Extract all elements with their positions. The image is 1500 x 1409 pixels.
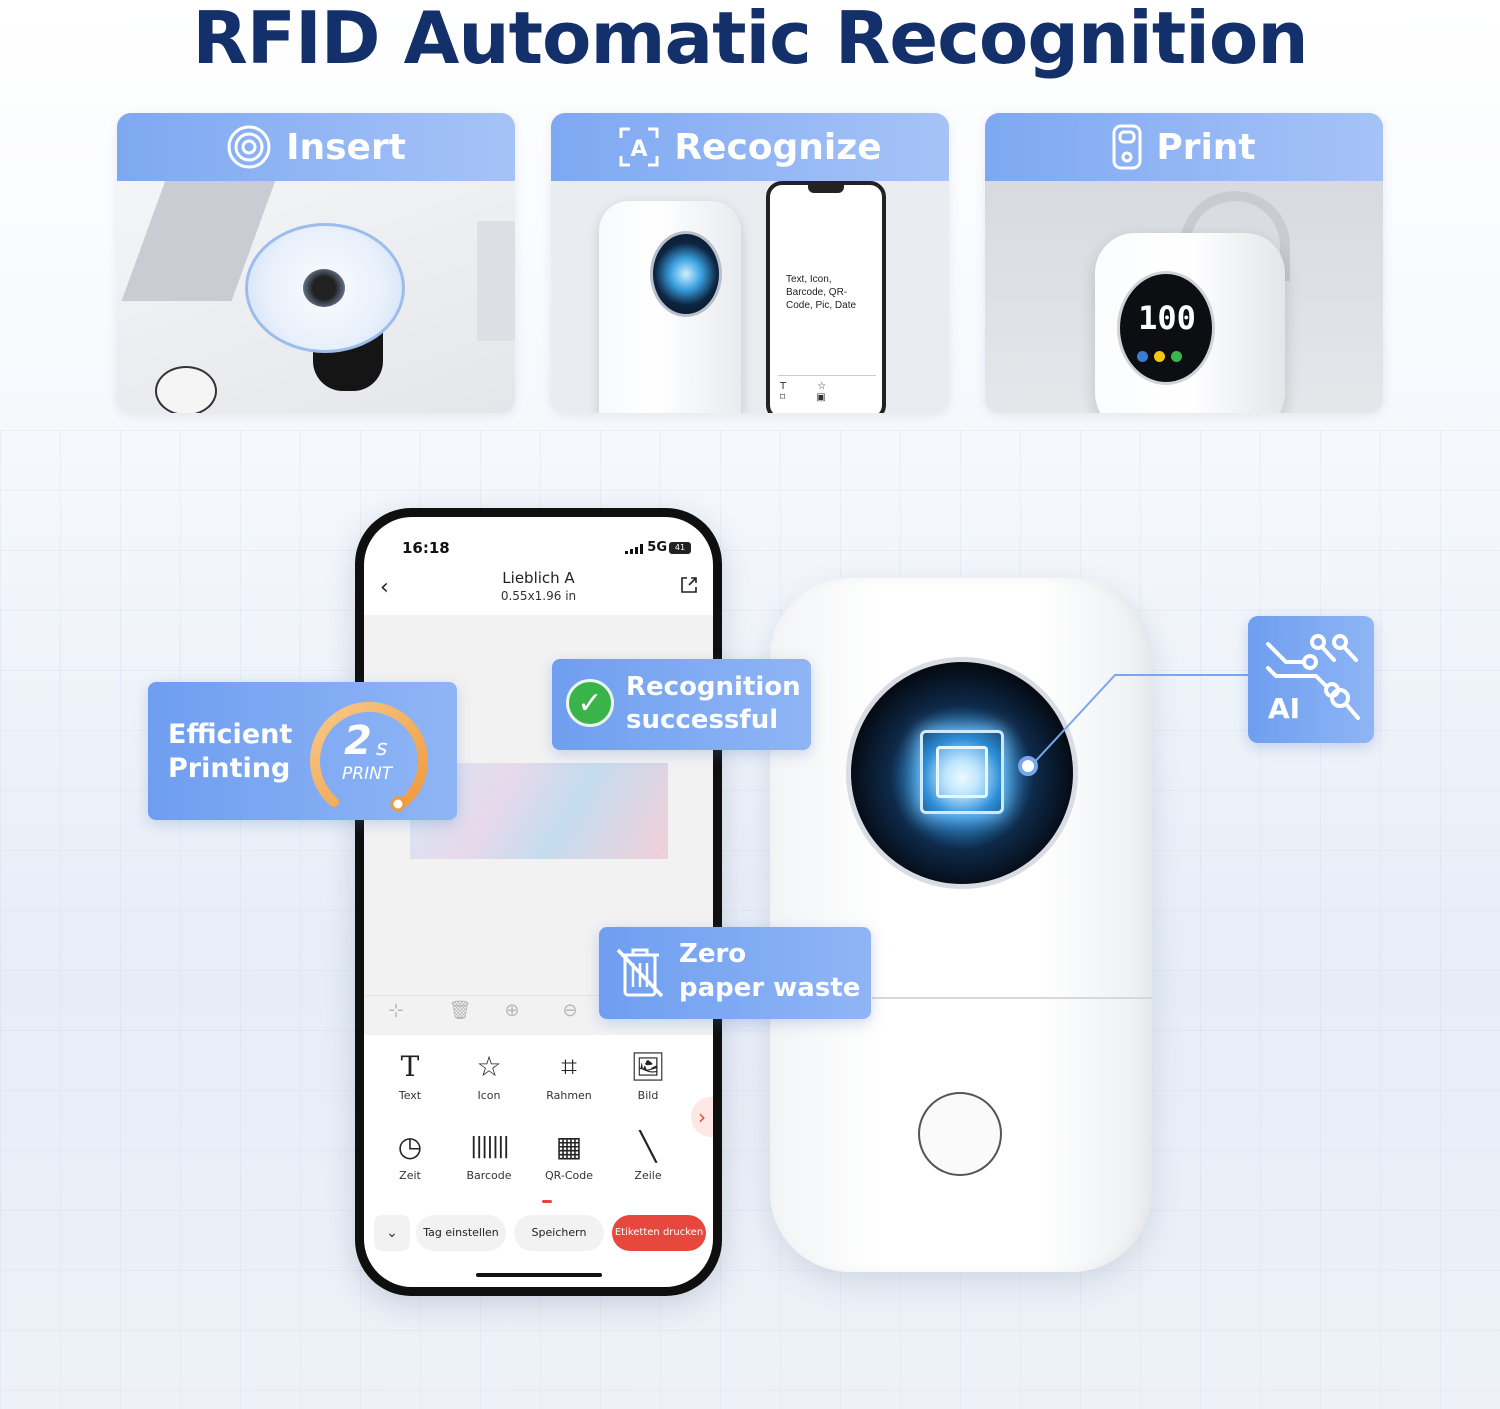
ai-badge: AI: [1248, 616, 1374, 743]
gauge-label: PRINT: [342, 764, 393, 784]
toolbar-align-button[interactable]: ⊹: [388, 1000, 404, 1021]
tag-settings-button[interactable]: Tag einstellen: [416, 1215, 506, 1251]
insert-photo: [117, 181, 515, 413]
step-label: Print: [1156, 126, 1256, 168]
label-title: Lieblich A: [502, 569, 575, 587]
gauge-value: 2: [344, 718, 372, 764]
status-time: 16:18: [402, 539, 450, 557]
save-button[interactable]: Speichern: [514, 1215, 604, 1251]
tool-barcode[interactable]: ||||||| Barcode: [453, 1127, 525, 1182]
step-card-recognize: A Recognize Text, Icon, Barcode, QR-Code…: [551, 113, 949, 413]
line-icon: ╲: [639, 1130, 657, 1163]
chip-icon: [920, 730, 1004, 814]
recognize-photo: Text, Icon, Barcode, QR-Code, Pic, Date …: [551, 181, 949, 413]
mini-phone: Text, Icon, Barcode, QR-Code, Pic, Date …: [766, 181, 886, 413]
signal-icon: [625, 544, 643, 554]
zero-line1: Zero: [679, 939, 747, 969]
element-tools: T Text ☆ Icon ⌗ Rahmen 🖼︎ Bild ◷ Zeit ||…: [364, 1047, 713, 1217]
tool-text[interactable]: T Text: [374, 1047, 446, 1102]
no-waste-icon: [616, 948, 664, 998]
mini-phone-text: Text, Icon, Barcode, QR-Code, Pic, Date: [786, 274, 857, 311]
label-roll: [245, 223, 405, 353]
page-indicator: [542, 1200, 552, 1203]
step-header-insert: Insert: [117, 113, 515, 181]
scan-icon: A: [619, 127, 659, 167]
status-network: 5G: [647, 540, 667, 555]
background-grid: [0, 430, 1500, 1409]
tool-icon[interactable]: ☆ Icon: [453, 1047, 525, 1102]
tool-image[interactable]: 🖼︎ Bild: [612, 1047, 684, 1102]
svg-text:A: A: [631, 137, 648, 162]
label-size: 0.55x1.96 in: [500, 589, 577, 603]
back-icon[interactable]: ‹: [380, 575, 389, 600]
collapse-chevron-icon[interactable]: ⌄: [374, 1215, 410, 1251]
ai-circuit-icon: AI: [1266, 634, 1360, 725]
print-percent-display: 100: [1138, 299, 1196, 337]
zero-line2: paper waste: [679, 973, 861, 1003]
app-header: ‹ Lieblich A 0.55x1.96 in: [364, 567, 713, 611]
step-card-print: Print 100: [985, 113, 1383, 413]
recognition-line1: Recognition: [626, 672, 801, 702]
gauge-icon: [310, 701, 428, 812]
printer-icon: [1112, 124, 1142, 170]
step-header-recognize: A Recognize: [551, 113, 949, 181]
bottom-action-bar: ⌄ Tag einstellen Speichern Etiketten dru…: [364, 1215, 713, 1255]
ai-connector-line: [1114, 674, 1248, 676]
next-page-arrow[interactable]: ›: [691, 1097, 713, 1137]
efficient-printing-callout: Efficient Printing 2 s PRINT: [148, 682, 457, 820]
tool-frame[interactable]: ⌗ Rahmen: [533, 1047, 605, 1102]
tool-qr-code[interactable]: ▦ QR-Code: [533, 1127, 605, 1182]
step-label: Insert: [286, 126, 406, 168]
star-icon: ☆: [476, 1050, 502, 1083]
gauge-unit: s: [376, 736, 388, 761]
text-icon: T: [400, 1050, 420, 1083]
tool-time[interactable]: ◷ Zeit: [374, 1127, 446, 1182]
recognition-callout: ✓ Recognition successful: [552, 659, 811, 750]
barcode-icon: |||||||: [470, 1134, 510, 1159]
check-icon: ✓: [566, 679, 614, 727]
status-bar: 16:18 5G 41: [364, 539, 713, 559]
printer-seam: [872, 997, 1152, 999]
efficient-line2: Printing: [168, 753, 291, 784]
image-icon: 🖼︎: [630, 1050, 666, 1083]
printer-screen: [846, 657, 1078, 889]
home-indicator: [476, 1273, 602, 1277]
ai-connector-dot: [1018, 756, 1038, 776]
toolbar-delete-button[interactable]: 🗑︎: [448, 1000, 472, 1021]
phone-mockup: 16:18 5G 41 ‹ Lieblich A 0.55x1.96 in ⊹ …: [355, 508, 722, 1296]
step-header-print: Print: [985, 113, 1383, 181]
clock-icon: ◷: [397, 1130, 423, 1163]
tool-line[interactable]: ╲ Zeile: [612, 1127, 684, 1182]
efficient-line1: Efficient: [168, 719, 293, 750]
toolbar-zoom-out-button[interactable]: ⊖: [562, 1000, 578, 1021]
target-icon: [227, 125, 271, 169]
frame-icon: ⌗: [561, 1050, 577, 1083]
ai-label: AI: [1268, 692, 1300, 725]
share-icon[interactable]: [679, 575, 699, 595]
printer-power-button: [918, 1092, 1002, 1176]
qr-code-icon: ▦: [555, 1130, 583, 1163]
print-photo: 100: [985, 181, 1383, 413]
page-title: RFID Automatic Recognition: [192, 0, 1308, 80]
step-label: Recognize: [674, 126, 882, 168]
recognition-line2: successful: [626, 705, 779, 735]
step-card-insert: Insert: [117, 113, 515, 413]
battery-icon: 41: [669, 542, 691, 554]
print-labels-button[interactable]: Etiketten drucken: [612, 1215, 706, 1251]
phone-screen: 16:18 5G 41 ‹ Lieblich A 0.55x1.96 in ⊹ …: [364, 517, 713, 1287]
zero-waste-callout: Zero paper waste: [599, 927, 871, 1019]
toolbar-zoom-in-button[interactable]: ⊕: [504, 1000, 520, 1021]
ai-connector-diagonal: [1029, 674, 1116, 768]
